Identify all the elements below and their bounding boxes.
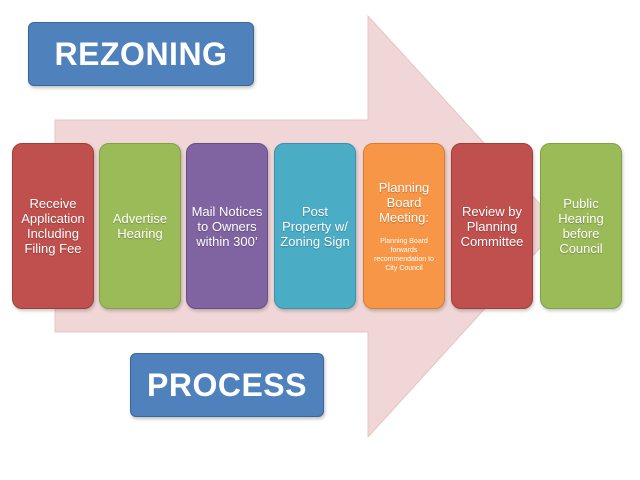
step-planning-board-meeting: Planning Board Meeting: Planning Board f… <box>363 143 445 309</box>
step-label: Planning Board Meeting: <box>378 179 430 225</box>
step-review-planning-committee: Review by Planning Committee <box>451 143 533 309</box>
step-label: Receive Application Including Filing Fee <box>21 196 85 256</box>
step-label: Mail Notices to Owners within 300’ <box>191 203 263 249</box>
step-label: Advertise Hearing <box>112 211 168 241</box>
title-process-banner: PROCESS <box>130 353 324 417</box>
step-label: Post Property w/ Zoning Sign <box>280 203 350 249</box>
step-receive-application: Receive Application Including Filing Fee <box>12 143 94 309</box>
title-rezoning-banner: REZONING <box>28 22 254 86</box>
step-sublabel: Planning Board forwards recommendation t… <box>374 237 434 272</box>
step-mail-notices: Mail Notices to Owners within 300’ <box>186 143 268 309</box>
step-public-hearing: Public Hearing before Council <box>540 143 622 309</box>
step-label: Review by Planning Committee <box>460 203 524 249</box>
step-advertise-hearing: Advertise Hearing <box>99 143 181 309</box>
step-post-property: Post Property w/ Zoning Sign <box>274 143 356 309</box>
step-label: Public Hearing before Council <box>558 196 604 256</box>
